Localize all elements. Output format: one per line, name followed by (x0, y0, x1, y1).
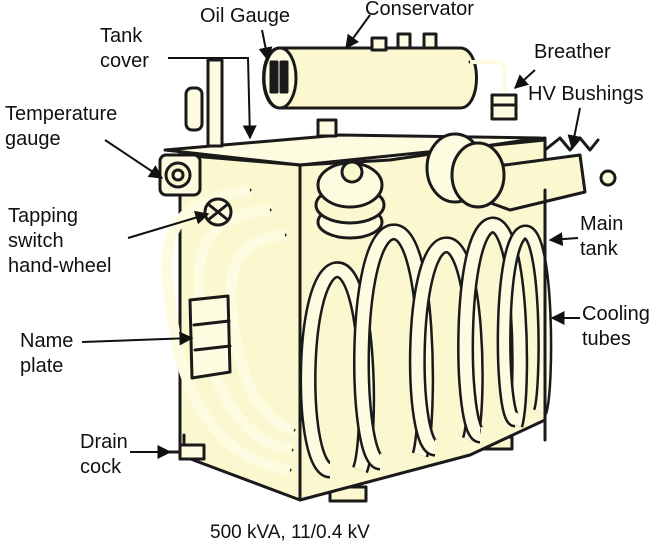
caption: 500 kVA, 11/0.4 kV (210, 522, 370, 543)
label-conservator: Conservator (365, 0, 474, 20)
label-main-tank-line2: tank (580, 238, 619, 260)
label-tapping-switch-line2: switch (8, 230, 64, 252)
support-pipe (206, 58, 224, 148)
oil-level-pipe (184, 86, 204, 132)
label-name-plate-line2: plate (20, 355, 63, 377)
label-tapping-switch-line3: hand-wheel (8, 255, 111, 277)
label-main-tank-line1: Main (580, 213, 623, 235)
label-cooling-tubes-line1: Cooling (582, 303, 650, 325)
name-plate (188, 294, 232, 380)
label-oil-gauge: Oil Gauge (200, 5, 290, 27)
tapping-switch-hand-wheel (203, 197, 233, 227)
transformer-illustration (158, 32, 617, 503)
label-drain-cock-line2: cock (80, 456, 122, 478)
label-name-plate-line1: Name (20, 330, 73, 352)
label-tapping-switch-line1: Tapping (8, 205, 78, 227)
labels: Oil Gauge Conservator Tank cover Breathe… (5, 0, 650, 478)
lv-bushing (314, 160, 386, 240)
label-temperature-gauge-line2: gauge (5, 128, 61, 150)
drain-cock (166, 433, 206, 461)
label-tank-cover-line2: cover (100, 50, 149, 72)
label-drain-cock-line1: Drain (80, 431, 128, 453)
label-hv-bushings: HV Bushings (528, 83, 644, 105)
temperature-gauge (158, 153, 202, 197)
label-breather: Breather (534, 41, 611, 63)
hv-bushing (425, 132, 617, 212)
label-tank-cover-line1: Tank (100, 25, 143, 47)
breather (468, 60, 518, 121)
label-cooling-tubes-line2: tubes (582, 328, 631, 350)
label-temperature-gauge-line1: Temperature (5, 103, 117, 125)
leader-lines (81, 14, 582, 459)
conservator (262, 32, 478, 138)
